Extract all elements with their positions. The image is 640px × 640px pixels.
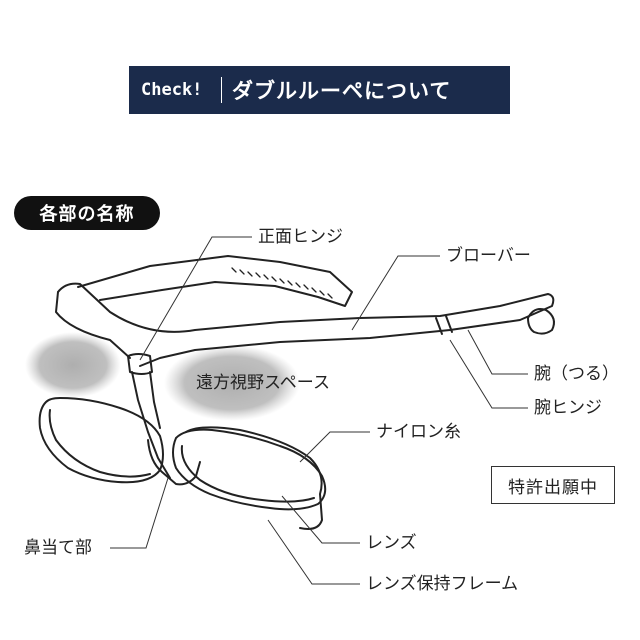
label-nylon-thread: ナイロン糸: [376, 422, 461, 442]
patent-pending-badge: 特許出願中: [491, 466, 615, 504]
banner-title: ダブルルーペについて: [232, 79, 452, 103]
leader-lens: [281, 495, 360, 544]
glasses-outline: [38, 255, 555, 530]
check-label: Check!: [141, 80, 203, 100]
leader-nose-pad: [110, 477, 169, 549]
label-brow-bar: ブローバー: [446, 246, 531, 266]
left-lens: [38, 397, 164, 484]
far-temple: [77, 255, 353, 307]
distance-view-area-left: [25, 332, 121, 398]
title-banner: Check! ダブルルーペについて: [129, 66, 510, 114]
leader-temple-hinge: [449, 339, 528, 409]
label-lens-frame: レンズ保持フレーム: [366, 574, 519, 594]
brow-bar: [57, 282, 555, 367]
leader-lens-frame: [267, 519, 360, 585]
front-hinge: [127, 353, 153, 375]
lens-frame: [185, 426, 323, 530]
right-lens: [172, 428, 327, 511]
leader-nylon-thread: [299, 431, 370, 463]
leader-front-hinge: [139, 236, 252, 361]
label-lens: レンズ: [366, 533, 417, 553]
label-temple-hinge: 腕ヒンジ: [534, 398, 602, 418]
label-distance-space: 遠方視野スペース: [196, 373, 330, 393]
section-label: 各部の名称: [14, 196, 160, 230]
leader-brow-bar: [351, 255, 440, 331]
label-front-hinge: 正面ヒンジ: [258, 227, 343, 247]
leader-lines: [110, 236, 528, 585]
temple-grip: [231, 267, 333, 299]
banner-divider: [221, 77, 222, 103]
distance-view-area-right: [164, 345, 300, 421]
leader-temple: [467, 329, 528, 375]
temple-tip: [527, 308, 555, 335]
label-nose-pad: 鼻当て部: [24, 538, 92, 558]
temple-hinge-mark: [435, 315, 453, 335]
label-temple: 腕（つる）: [534, 364, 619, 384]
nose-pad: [147, 439, 201, 486]
